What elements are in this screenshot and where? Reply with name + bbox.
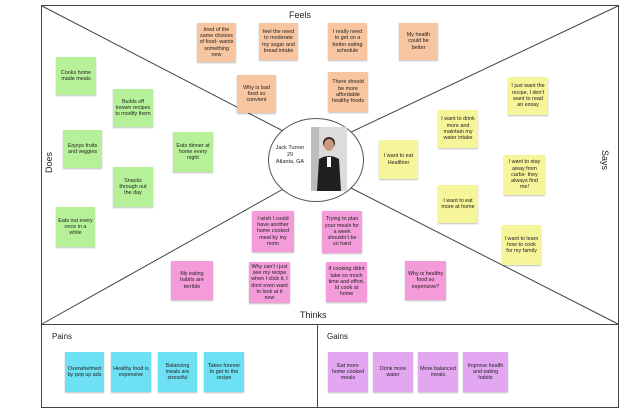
feels-note: I really need to get on a better eating … [328, 23, 367, 60]
does-note: Cooks home made meals [56, 57, 96, 95]
gains-section [317, 324, 619, 408]
divider-top-right [346, 5, 619, 135]
pains-note: Overwhelmed by pop up ads [65, 352, 104, 392]
gains-note: Drink more water [373, 352, 413, 392]
thinks-note: Why can't i just see my recipe when I cl… [249, 262, 290, 303]
pains-title: Pains [52, 332, 73, 341]
thinks-note: If cooking didnt take so much time and e… [326, 262, 367, 302]
pains-note: Takes forever to get to the recipe [204, 352, 244, 392]
gains-note: Improve health and eating habits [463, 352, 508, 392]
pains-note: Healthy food is expensive [111, 352, 151, 392]
does-note: Builds off known recipes to modify them [113, 89, 153, 127]
does-note: Snacks through out the day [113, 167, 153, 207]
feels-note: My health could be better [399, 23, 438, 60]
divider-bottom-left [41, 187, 286, 325]
does-label: Does [44, 152, 54, 174]
pains-note: Balancing meals are stressful [158, 352, 197, 392]
thinks-note: Trying to plan your meals for a week sho… [322, 211, 362, 253]
persona-age: 29 [286, 152, 294, 158]
says-note: I want to stay away from carbs- they alw… [504, 155, 545, 195]
says-note: I want to eat more at home [438, 185, 478, 223]
thinks-label: Thinks [300, 310, 327, 320]
feels-note: There should be more affordable healthy … [328, 72, 368, 112]
thinks-note: Why is healthy food so expensive? [405, 261, 446, 300]
says-note: I want to drink more and maintain my wat… [438, 110, 478, 148]
feels-note: Why is bad food so convient [237, 75, 276, 113]
feels-label: Feels [289, 10, 312, 20]
says-note: I just want the recipe, I don't want to … [508, 77, 548, 115]
gains-title: Gains [327, 332, 348, 341]
says-note: I want to eat Healthier [379, 140, 418, 179]
persona-photo-figure [311, 127, 347, 191]
does-note: Eats dinner at home every night [173, 132, 213, 172]
persona-photo [311, 127, 347, 191]
gains-note: Eat more home cooked meals [328, 352, 368, 392]
feels-note: tired of the same choices of food- wants… [197, 23, 236, 62]
says-note: I want to learn how to cook for my famil… [502, 225, 541, 265]
divider-bottom-right [346, 185, 619, 325]
thinks-note: I wish I could have another home cooked … [252, 211, 294, 252]
does-note: Eats out every once in a while [56, 207, 95, 247]
does-note: Enjoys fruits and veggies [63, 130, 102, 168]
thinks-note: My eating habits are terrible [171, 261, 213, 300]
gains-note: More balanced meals [418, 352, 458, 392]
says-label: Says [600, 150, 610, 171]
persona-location: Atlanta, GA [275, 159, 305, 165]
persona-name: Jack Turner [275, 145, 305, 151]
feels-note: feel the need to moderate my sugar and b… [259, 23, 298, 60]
persona-info: Jack Turner 29 Atlanta, GA [270, 145, 310, 166]
